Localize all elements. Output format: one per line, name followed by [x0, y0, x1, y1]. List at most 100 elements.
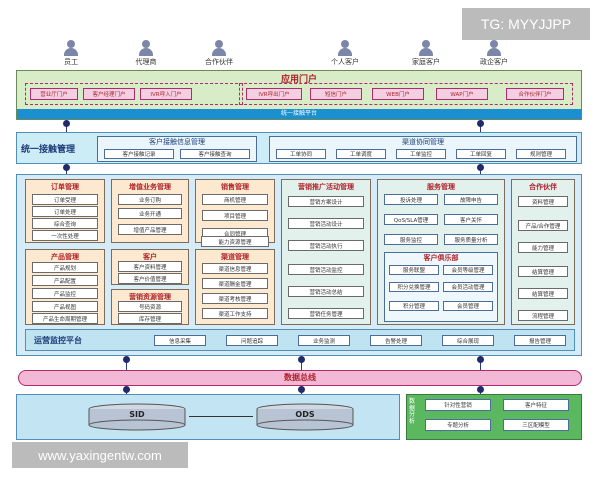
connector-arrow — [298, 356, 305, 372]
campaign-item: 营销方案设计 — [288, 196, 364, 207]
person-icon — [212, 40, 226, 56]
customer-panel: 客户 客户资料管理 客户价值管理 — [111, 249, 189, 285]
analysis-item: 三区配模型 — [503, 419, 569, 431]
connector-arrow — [123, 386, 130, 396]
portal-item: WEB门户 — [372, 88, 424, 100]
club-item: 会员活动管理 — [443, 282, 493, 292]
partner-item: 流程管理 — [518, 310, 568, 321]
portal-title: 应用门户 — [280, 75, 317, 85]
marketing-res-title: 营销资源管理 — [129, 293, 171, 301]
channel-item: 渠道工作支持 — [202, 308, 268, 319]
analysis-panel: 数据分析 针对性营销 客户特征 专题分析 三区配模型 — [406, 394, 582, 440]
service-item: 客户关怀 — [444, 214, 498, 225]
order-title: 订单管理 — [51, 183, 79, 191]
product-item: 产品配置 — [32, 275, 98, 286]
value-biz-item: 业务开通 — [118, 208, 182, 219]
service-title: 服务管理 — [427, 183, 455, 191]
club-item: 会员管理 — [443, 301, 493, 311]
campaign-panel: 营销推广活动管理 营销方案设计 营销活动设计 营销活动执行 营销活动监控 营销活… — [281, 179, 371, 325]
campaign-item: 营销活动执行 — [288, 240, 364, 251]
value-biz-item: 增值产品管理 — [118, 224, 182, 235]
service-item: 服务质量分析 — [444, 234, 498, 245]
service-item: 投诉处理 — [384, 194, 438, 205]
contact-info-title: 客户接触信息管理 — [149, 138, 205, 146]
ods-label: ODS — [295, 410, 315, 419]
watermark-top: TG: MYYJJPP — [462, 8, 590, 40]
ops-title: 运营监控平台 — [34, 336, 82, 345]
user-label: 合作伙伴 — [205, 58, 233, 66]
campaign-item: 营销活动总结 — [288, 286, 364, 297]
ops-item: 告警处理 — [370, 335, 422, 346]
user-family: 家庭客户 — [406, 40, 446, 67]
channel-collab-panel: 渠道协同管理 工单协同 工单调度 工单监控 工单回复 规则管理 — [269, 136, 577, 162]
data-bus-title: 数据总线 — [284, 373, 316, 382]
partner-item: 产品/合作管理 — [518, 220, 568, 231]
service-item: 服务监控 — [384, 234, 438, 245]
portal-panel: 应用门户 营业厅门户 客户经理门户 IVR呼入门户 IVR呼出门户 短信门户 W… — [16, 70, 582, 120]
channel-collab-item: 工单回复 — [456, 149, 506, 159]
campaign-item: 营销活动设计 — [288, 218, 364, 229]
user-personal: 个人客户 — [325, 40, 365, 67]
product-title: 产品管理 — [51, 253, 79, 261]
order-item: 订单受理 — [32, 194, 98, 205]
club-panel: 客户俱乐部 服务联盟 会员等级管理 积分兑换管理 会员活动管理 积分管理 会员管… — [384, 252, 498, 322]
user-label: 个人客户 — [331, 58, 359, 66]
portal-item: IVR呼出门户 — [246, 88, 302, 100]
data-store-panel: SID ODS — [16, 394, 400, 440]
analysis-item: 客户特征 — [503, 399, 569, 411]
service-panel: 服务管理 投诉处理 故障申告 QoS/SLA管理 客户关怀 服务监控 服务质量分… — [377, 179, 505, 325]
contact-info-panel: 客户接触信息管理 客户接触记录 客户接触查询 — [97, 136, 257, 162]
ops-item: 报告管理 — [514, 335, 566, 346]
unified-contact-platform: 统一接触平台 — [17, 109, 581, 119]
portal-item: WAP门户 — [436, 88, 488, 100]
channel-collab-item: 工单协同 — [276, 149, 326, 159]
sales-panel: 销售管理 商机管理 项目管理 合同管理 — [195, 179, 275, 243]
partner-panel: 合作伙伴 资料管理 产品/合作管理 能力管理 结算管理 结算管理 流程管理 — [511, 179, 575, 325]
analysis-title: 数据分析 — [409, 398, 416, 425]
customer-item: 客户价值管理 — [118, 273, 182, 284]
ops-item: 业务监测 — [298, 335, 350, 346]
person-icon — [338, 40, 352, 56]
service-item: 故障申告 — [444, 194, 498, 205]
user-label: 代理商 — [135, 58, 157, 66]
user-label: 家庭客户 — [412, 58, 440, 66]
partner-item: 结算管理 — [518, 288, 568, 299]
channel-item: 渠道信息管理 — [202, 263, 268, 274]
sid-ods-link — [189, 416, 253, 417]
analysis-item: 针对性营销 — [425, 399, 491, 411]
user-agent: 代理商 — [126, 40, 166, 67]
watermark-bottom-text: www.yaxingentw.com — [38, 447, 162, 463]
ops-item: 信息采集 — [154, 335, 206, 346]
value-biz-panel: 增值业务管理 业务订购 业务开通 增值产品管理 — [111, 179, 189, 243]
club-title: 客户俱乐部 — [423, 254, 459, 262]
core-business-panel: 订单管理 订单受理 订单处理 综合查询 一次性处理 增值业务管理 业务订购 业务… — [16, 174, 582, 356]
partner-item: 结算管理 — [518, 266, 568, 277]
value-biz-title: 增值业务管理 — [129, 183, 171, 191]
order-item: 一次性处理 — [32, 230, 98, 241]
contact-info-item: 客户接触查询 — [180, 149, 250, 159]
marketing-res-item: 号码资源 — [118, 301, 182, 312]
ods-cylinder — [256, 403, 354, 431]
analysis-item: 专题分析 — [425, 419, 491, 431]
channel-collab-item: 工单监控 — [396, 149, 446, 159]
connector-arrow — [477, 356, 484, 372]
connector-arrow — [63, 120, 70, 134]
sales-item: 商机管理 — [202, 194, 268, 205]
marketing-res-item: 库存管理 — [118, 313, 182, 324]
user-label: 员工 — [64, 58, 78, 66]
partner-item: 能力管理 — [518, 242, 568, 253]
channel-item: 渠道酬金管理 — [202, 278, 268, 289]
channel-collab-title: 渠道协同管理 — [402, 138, 444, 146]
person-icon — [64, 40, 78, 56]
ops-item: 综合展现 — [442, 335, 494, 346]
user-enterprise: 政企客户 — [474, 40, 514, 67]
campaign-item: 营销活动监控 — [288, 264, 364, 275]
portal-item: 短信门户 — [310, 88, 362, 100]
contact-title: 统一接触管理 — [21, 145, 76, 155]
watermark-top-text: TG: MYYJJPP — [480, 16, 572, 32]
data-bus: 数据总线 — [18, 370, 582, 386]
partner-title: 合作伙伴 — [529, 183, 557, 191]
partner-item: 资料管理 — [518, 196, 568, 207]
product-item: 产品视图 — [32, 301, 98, 312]
portal-item: 营业厅门户 — [30, 88, 78, 100]
